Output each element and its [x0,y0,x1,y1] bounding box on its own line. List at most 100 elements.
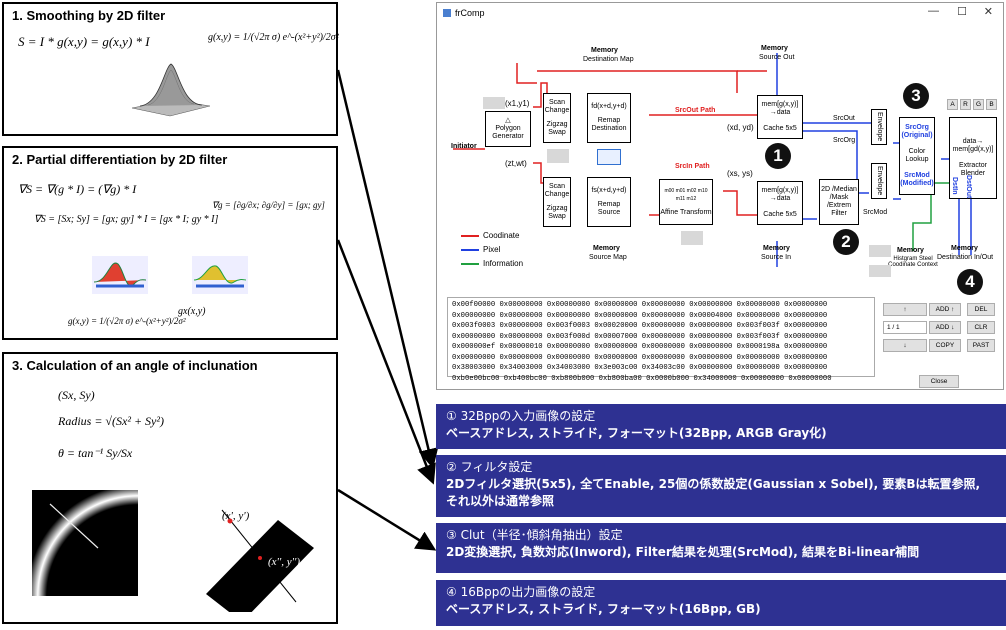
step-number-2: 2 [833,229,859,255]
step-band-4-body: ベースアドレス, ストライド, フォーマット(16Bpp, GB) [446,602,761,616]
remap-source-box: fs(x+d,y+d)Remap Source [587,177,631,227]
step-band-3-head: ③ Clut（半径･傾斜角抽出）設定 [446,528,623,542]
argb-b-box[interactable]: B [986,99,997,110]
panel2-title: 2. Partial differentiation by 2D filter [12,152,228,167]
memory-dest-label: Memory [951,245,978,252]
dstout-label: DstOut [965,175,972,199]
del-button[interactable]: DEL [967,303,995,316]
register-dump[interactable]: 0x00f00000 0x00000000 0x00000000 0x00000… [447,297,875,383]
coord-xy1: (x1,y1) [505,99,530,108]
window-title: frComp [455,8,485,18]
panel3-title: 3. Calculation of an angle of inclunatio… [12,358,258,373]
hex-row: 0x00000000 0x00000000 0x00000000 0x00000… [452,311,828,320]
panel3-pt2: (x'', y'') [268,556,301,568]
srcout-wire-label: SrcOut [833,115,855,122]
sobel-surface-image-1 [92,256,148,294]
argb-r-box[interactable]: R [960,99,971,110]
placeholder-swatch-5 [869,245,891,257]
legend-line-coord [461,235,479,237]
legend-coord: Coodinate [483,231,520,240]
hex-row: 0x00f00000 0x00000000 0x00000000 0x00000… [452,301,828,309]
envelope-box-1: Envelope [871,109,887,145]
add-down-button[interactable]: ADD ↓ [929,321,961,334]
srcout-label: Source Out [759,54,795,61]
argb-a-box[interactable]: A [947,99,958,110]
argb-g-box[interactable]: G [973,99,984,110]
coord-zw: (zt,wt) [505,159,527,168]
hex-row: 0x00000000 0x00000000 0x00000000 0x00000… [452,353,828,362]
copy-button[interactable]: COPY [929,339,961,352]
app-window: frComp — ☐ ✕ [436,2,1004,390]
srcorg-wire-label: SrcOrg [833,137,856,144]
panel-smoothing: 1. Smoothing by 2D filter S = I * g(x,y)… [2,2,339,136]
envelope-box-2: Envelope [871,163,887,199]
step-band-2: ② フィルタ設定 2Dフィルタ選択(5x5), 全てEnable, 25個の係数… [436,455,1006,517]
hex-row: 0xb0e00bc00 0xb400bc00 0xb800b000 0xb800… [452,374,832,383]
memory-destmap-label: Memory [591,47,618,54]
srcmod-wire-label: SrcMod [863,209,888,216]
step-band-2-body: 2Dフィルタ選択(5x5), 全てEnable, 25個の係数設定(Gaussi… [446,477,981,508]
polygon-generator-box: △Polygon Generator [485,111,531,147]
legend-info: Information [483,259,524,268]
placeholder-swatch-1 [483,97,505,109]
block-diagram: Initiator (x1,y1) (zt,wt) △Polygon Gener… [437,23,1005,295]
placeholder-swatch-2 [547,149,569,163]
step-band-4: ④ 16Bppの出力画像の設定 ベースアドレス, ストライド, フォーマット(1… [436,580,1006,626]
minimize-button[interactable]: — [928,5,939,17]
add-up-button[interactable]: ADD ↑ [929,303,961,316]
legend-line-info [461,263,479,265]
step-band-1: ① 32Bppの入力画像の設定 ベースアドレス, ストライド, フォーマット(3… [436,404,1006,449]
panel3-eq2: Radius = √(Sx² + Sy²) [58,414,164,428]
close-window-button[interactable]: ✕ [983,6,993,18]
step-band-2-head: ② フィルタ設定 [446,460,533,474]
panel1-eq2: g(x,y) = 1/(√2π σ) e^-(x²+y²)/2σ² [208,32,339,43]
app-icon [443,9,451,17]
sobel-surface-image-2 [192,256,248,294]
page-field[interactable]: 1 / 1 [883,321,927,334]
legend-pixel: Pixel [483,245,501,254]
hex-row: 0x000000ef 0x00000010 0x00000000 0x00000… [452,343,828,351]
panel1-eq1: S = I * g(x,y) = g(x,y) * I [18,34,150,49]
panel3-eq1: (Sx, Sy) [58,388,95,402]
down-button[interactable]: ↓ [883,339,927,352]
edge-image [32,490,138,596]
panel1-title: 1. Smoothing by 2D filter [12,8,166,23]
legend-line-pixel [461,249,479,251]
memory-srcmap-label: Memory [593,245,620,252]
maximize-button[interactable]: ☐ [957,6,967,18]
dest-label: Destination In/Out [937,254,994,261]
coord-xdyd: (xd, yd) [727,123,754,132]
close-button[interactable]: Close [919,375,959,388]
step-number-4: 4 [957,269,983,295]
panel2-eq1: ∇S = ∇(g * I) = (∇g) * I [18,182,137,196]
clr-button[interactable]: CLR [967,321,995,334]
step-band-1-head: ① 32Bppの入力画像の設定 [446,409,596,423]
past-button[interactable]: PAST [967,339,995,352]
placeholder-swatch-6 [869,265,891,277]
dstin-label: DstIn [951,177,958,195]
srcmap-label: Source Map [589,254,627,261]
step-band-1-body: ベースアドレス, ストライド, フォーマット(32Bpp, ARGB Gray化… [446,426,827,440]
memory-srcout-label: Memory [761,45,788,52]
coord-xsys: (xs, ys) [727,169,753,178]
panel3-pt1: (x', y') [222,510,250,522]
destmap-label: Destination Map [583,56,634,63]
panel2-eq4: g(x,y) = 1/(√2π σ) e^-(x²+y²)/2σ² [68,316,186,326]
step-band-3: ③ Clut（半径･傾斜角抽出）設定 2D変換選択, 負数対応(Inword),… [436,523,1006,573]
hex-row: 0x003f0003 0x00000000 0x003f0003 0x00020… [452,322,828,330]
initiator-label: Initiator [451,143,477,150]
placeholder-swatch-3 [597,149,621,165]
panel2-eq2: ∇S = [Sx; Sy] = [gx; gy] * I = [gx * I; … [34,214,219,225]
memory-hist-label: Memory [897,247,924,254]
panel2-eq5: gx(x,y) [178,306,206,317]
hist-label: Histgram Steel Coodinate Context [888,256,938,268]
memory-srcin-label: Memory [763,245,790,252]
up-button[interactable]: ↑ [883,303,927,316]
